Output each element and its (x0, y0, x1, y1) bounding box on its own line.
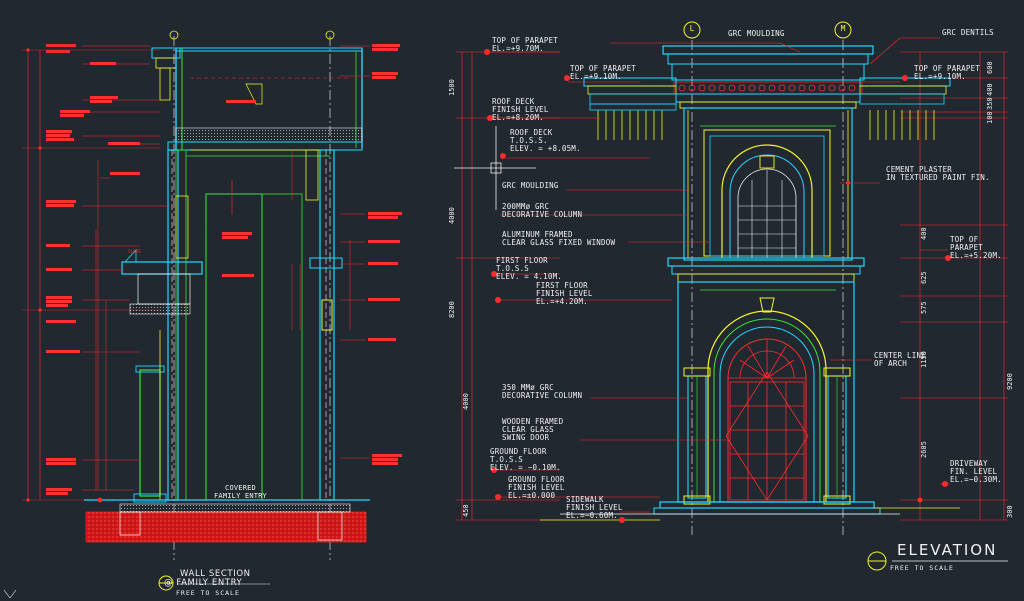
label-top-parapet-1-el: EL.=+9.70M. (492, 44, 544, 53)
dim-left-0: 1500 (448, 79, 456, 96)
label-wooden-door: WOODEN FRAMED CLEAR GLASS SWING DOOR (502, 417, 564, 442)
label-ground-floor-toss: GROUND FLOOR T.O.S.S ELEV. = −0.10M. (490, 447, 561, 472)
wall-section-scale: FREE TO SCALE (176, 589, 240, 597)
label-roof-deck-toss: ROOF DECK T.O.S.S. ELEV. = +8.05M. (510, 128, 581, 153)
label-top-parapet-2: TOP OF PARAPET (570, 64, 637, 73)
dim-right-3: 100 (986, 111, 994, 124)
dim-right-8: 2605 (920, 441, 928, 458)
dim-right-0: 600 (986, 61, 994, 74)
title-symbols (3, 551, 1008, 599)
dim-right-2: 350 (986, 97, 994, 110)
label-grc-column-200: 200MMø GRC DECORATIVE COLUMN (502, 202, 583, 219)
wall-section-title: WALL SECTION (180, 569, 251, 579)
grid-bubble-m: M (840, 24, 846, 33)
label-top-parapet-4: TOP OF PARAPET EL.=+5.20M. (950, 235, 1002, 260)
label-top-parapet-3: TOP OF PARAPET (914, 64, 981, 73)
elevation-drawing (454, 21, 1008, 535)
label-grc-column-350: 350 MMø GRC DECORATIVE COLUMN (502, 383, 583, 400)
label-cement-plaster: CEMENT PLASTER IN TEXTURED PAINT FIN. (886, 165, 990, 182)
label-grc-moulding-top: GRC MOULDING (728, 29, 785, 38)
dim-left-1: 4000 (448, 207, 456, 224)
dim-right-9: 9200 (1006, 373, 1014, 390)
label-roof-deck-finish: ROOF DECK FINISH LEVEL EL.=+8.20M. (492, 97, 549, 122)
label-grc-moulding: GRC MOULDING (502, 181, 559, 190)
label-grc-dentils: GRC DENTILS (942, 28, 994, 37)
wall-section-subtitle: @ FAMILY ENTRY (164, 578, 243, 588)
grid-bubble-l: L (689, 24, 695, 33)
label-covered-family-entry: COVERED FAMILY ENTRY (214, 484, 267, 500)
dim-right-4: 400 (920, 227, 928, 240)
dim-right-6: 575 (920, 301, 928, 314)
dim-right-1: 400 (986, 83, 994, 96)
label-aluminum-window: ALUMINUM FRAMED CLEAR GLASS FIXED WINDOW (502, 230, 616, 247)
label-first-floor-finish: FIRST FLOOR FINISH LEVEL EL.=+4.20M. (536, 281, 593, 306)
wall-section-drawing (22, 30, 402, 560)
dim-right-7: 1150 (920, 351, 928, 368)
dim-right-5: 625 (920, 271, 928, 284)
label-top-parapet-3-el: EL.=+9.10M. (914, 72, 966, 81)
dim-left-3: 4000 (462, 393, 470, 410)
label-first-floor-toss: FIRST FLOOR T.O.S.S ELEV. = 4.10M. (496, 256, 563, 281)
label-top-parapet-2-el: EL.=+9.10M. (570, 72, 622, 81)
label-sidewalk: SIDEWALK FINISH LEVEL EL.=−0.60M. (566, 495, 623, 520)
elevation-title: ELEVATION (897, 541, 998, 559)
elevation-scale: FREE TO SCALE (890, 564, 954, 572)
dim-right-10: 300 (1006, 505, 1014, 518)
label-center-arch: CENTER LINE OF ARCH (874, 351, 926, 368)
label-slope: SLOPE (128, 249, 142, 254)
label-top-parapet-1: TOP OF PARAPET (492, 36, 559, 45)
label-ground-floor-finish: GROUND FLOOR FINISH LEVEL EL.=±0.000 (508, 475, 565, 500)
label-driveway: DRIVEWAY FIN. LEVEL EL.=−0.30M. (950, 459, 1002, 484)
dim-left-4: 450 (462, 504, 470, 517)
dim-left-2: 8200 (448, 301, 456, 318)
